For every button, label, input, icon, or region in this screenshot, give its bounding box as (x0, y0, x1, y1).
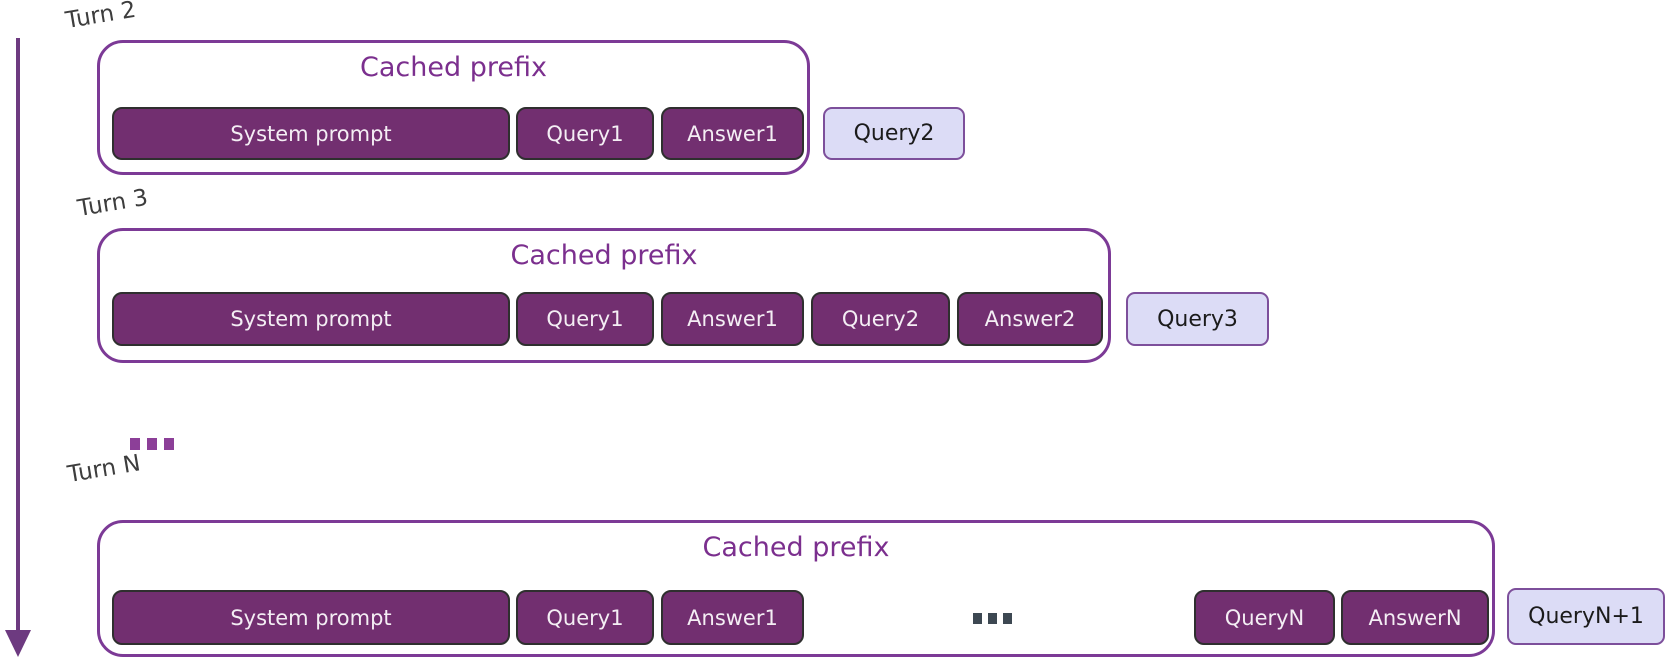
timeline-arrow-head-icon (5, 630, 31, 657)
query1-block-turn3: Query1 (516, 292, 654, 346)
omitted-turns-ellipsis-icon (973, 612, 1018, 624)
turn-n-label: Turn N (65, 450, 143, 488)
system-prompt-block-turn3: System prompt (112, 292, 510, 346)
answer2-block-turn3: Answer2 (957, 292, 1103, 346)
between-turns-ellipsis-icon (130, 437, 181, 450)
turn-3-label: Turn 3 (75, 184, 150, 222)
queryn-block-turnN: QueryN (1194, 590, 1335, 645)
cached-prefix-title-turnN: Cached prefix (702, 532, 890, 563)
timeline-arrow-line (16, 38, 20, 632)
system-prompt-block-turn2: System prompt (112, 107, 510, 160)
answer1-block-turnN: Answer1 (661, 590, 804, 645)
answern-block-turnN: AnswerN (1341, 590, 1489, 645)
answer1-block-turn3: Answer1 (661, 292, 804, 346)
query1-block-turn2: Query1 (516, 107, 654, 160)
cached-prefix-title-turn3: Cached prefix (510, 240, 698, 271)
answer1-block-turn2: Answer1 (661, 107, 804, 160)
new-query2-block: Query2 (823, 107, 965, 160)
system-prompt-block-turnN: System prompt (112, 590, 510, 645)
new-query3-block: Query3 (1126, 292, 1269, 346)
new-queryn1-block: QueryN+1 (1507, 588, 1665, 645)
turn-2-label: Turn 2 (63, 0, 138, 35)
query2-block-turn3: Query2 (811, 292, 950, 346)
cached-prefix-title-turn2: Cached prefix (360, 52, 547, 83)
query1-block-turnN: Query1 (516, 590, 654, 645)
